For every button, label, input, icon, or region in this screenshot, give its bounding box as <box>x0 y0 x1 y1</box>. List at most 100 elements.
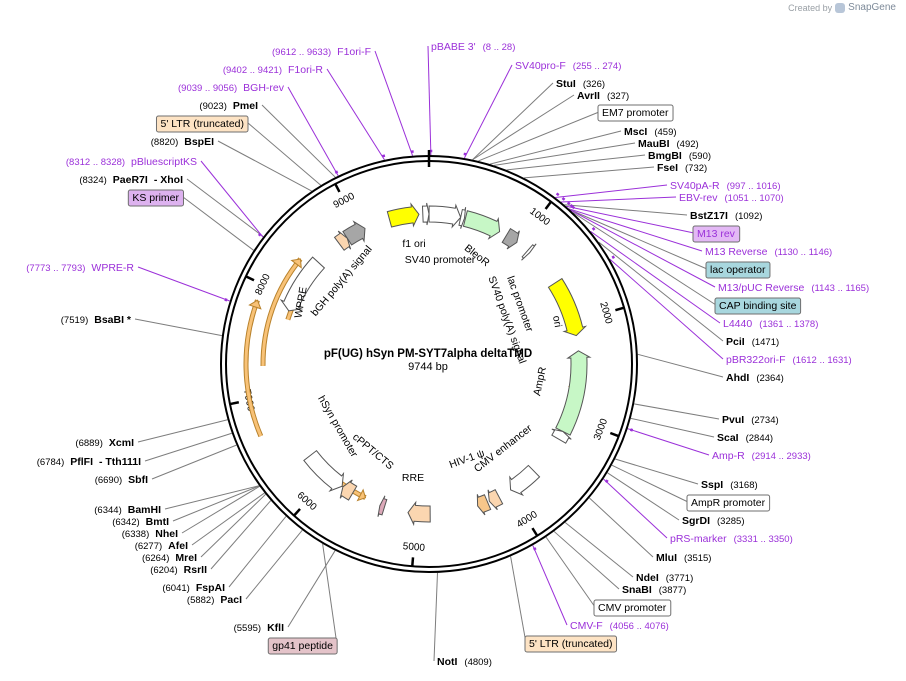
feature-sv40-poly-a-signal[interactable] <box>501 227 520 250</box>
feature-cmv-enhancer[interactable] <box>509 464 541 497</box>
annotation-23[interactable]: AhdI(2364) <box>726 372 784 384</box>
annotation-label[interactable]: NotI(4809) <box>437 656 492 668</box>
annotation-32[interactable]: NdeI(3771) <box>636 572 693 584</box>
annotation-label[interactable]: (8324)PaeR7I- XhoI <box>79 174 183 186</box>
annotation-18[interactable]: M13/pUC Reverse(1143 .. 1165) <box>718 282 869 294</box>
annotation-33[interactable]: SnaBI(3877) <box>622 584 686 596</box>
annotation-label[interactable]: pBR322ori-F(1612 .. 1631) <box>726 354 852 366</box>
annotation-0[interactable]: pBABE 3'(8 .. 28) <box>431 41 515 53</box>
annotation-3[interactable]: (9039 .. 9056)BGH-rev <box>178 82 285 94</box>
annotation-label[interactable]: (9039 .. 9056)BGH-rev <box>178 82 285 94</box>
annotation-label[interactable]: CAP binding site <box>719 300 797 312</box>
annotation-label[interactable]: (6342)BmtI <box>112 516 169 528</box>
feature-cppt-cts[interactable] <box>339 479 358 501</box>
annotation-50[interactable]: (6889)XcmI <box>75 437 134 449</box>
annotation-12[interactable]: SV40pA-R(997 .. 1016) <box>670 180 780 192</box>
annotation-label[interactable]: MscI(459) <box>624 126 677 138</box>
annotation-25[interactable]: ScaI(2844) <box>717 432 773 444</box>
annotation-label[interactable]: (9402 .. 9421)F1ori-R <box>223 64 324 76</box>
annotation-54[interactable]: (8324)PaeR7I- XhoI <box>79 174 183 186</box>
annotation-30[interactable]: pRS-marker(3331 .. 3350) <box>670 533 793 545</box>
annotation-label[interactable]: KS primer <box>132 192 179 204</box>
feature-lac-promoter[interactable] <box>521 243 537 261</box>
annotation-49[interactable]: (6784)PflFI- Tth111I <box>37 456 141 468</box>
annotation-label[interactable]: Amp-R(2914 .. 2933) <box>712 450 811 462</box>
feature-ampr[interactable] <box>555 350 592 436</box>
annotation-label[interactable]: pRS-marker(3331 .. 3350) <box>670 533 793 545</box>
annotation-4[interactable]: SV40pro-F(255 .. 274) <box>515 60 621 72</box>
annotation-52[interactable]: (7773 .. 7793)WPRE-R <box>26 262 134 274</box>
annotation-label[interactable]: BmgBI(590) <box>648 150 711 162</box>
annotation-label[interactable]: L4440(1361 .. 1378) <box>723 318 818 330</box>
annotation-label[interactable]: gp41 peptide <box>272 640 333 652</box>
annotation-label[interactable]: MauBI(492) <box>638 138 699 150</box>
annotation-17[interactable]: lac operator <box>705 261 771 279</box>
annotation-label[interactable]: EBV-rev(1051 .. 1070) <box>679 192 784 204</box>
annotation-2[interactable]: (9402 .. 9421)F1ori-R <box>223 64 324 76</box>
annotation-28[interactable]: AmpR promoter <box>686 494 771 512</box>
annotation-label[interactable]: AvrII(327) <box>577 90 629 102</box>
annotation-16[interactable]: M13 Reverse(1130 .. 1146) <box>705 246 832 258</box>
feature-gp41[interactable] <box>377 495 388 517</box>
annotation-label[interactable]: M13 Reverse(1130 .. 1146) <box>705 246 832 258</box>
annotation-label[interactable]: 5' LTR (truncated) <box>160 118 244 130</box>
annotation-51[interactable]: (7519)BsaBI * <box>61 314 132 326</box>
annotation-57[interactable]: 5' LTR (truncated) <box>155 115 249 133</box>
annotation-41[interactable]: (6041)FspAI <box>162 582 225 594</box>
annotation-label[interactable]: (5595)KflI <box>234 622 284 634</box>
feature-rre[interactable] <box>407 500 431 527</box>
annotation-53[interactable]: KS primer <box>127 189 184 207</box>
annotation-label[interactable]: SgrDI(3285) <box>682 515 744 527</box>
annotation-1[interactable]: (9612 .. 9633)F1ori-F <box>272 46 371 58</box>
annotation-45[interactable]: (6338)NheI <box>122 528 178 540</box>
annotation-label[interactable]: (6204)RsrII <box>150 564 207 576</box>
feature-bleor[interactable] <box>462 210 501 240</box>
annotation-35[interactable]: CMV-F(4056 .. 4076) <box>570 620 669 632</box>
annotation-label[interactable]: AhdI(2364) <box>726 372 784 384</box>
annotation-label[interactable]: (7519)BsaBI * <box>61 314 132 326</box>
annotation-label[interactable]: (5882)PacI <box>187 594 242 606</box>
annotation-15[interactable]: M13 rev <box>692 225 741 243</box>
annotation-label[interactable]: EM7 promoter <box>602 107 669 119</box>
annotation-label[interactable]: (6277)AfeI <box>135 540 188 552</box>
annotation-55[interactable]: (8312 .. 8328)pBluescriptKS <box>66 156 197 168</box>
annotation-label[interactable]: ScaI(2844) <box>717 432 773 444</box>
feature-3-ltr[interactable] <box>333 230 352 251</box>
annotation-label[interactable]: PciI(1471) <box>726 336 779 348</box>
annotation-19[interactable]: CAP binding site <box>714 297 802 315</box>
annotation-58[interactable]: (9023)PmeI <box>199 100 258 112</box>
annotation-36[interactable]: 5' LTR (truncated) <box>524 635 618 653</box>
annotation-label[interactable]: (7773 .. 7793)WPRE-R <box>26 262 134 274</box>
annotation-38[interactable]: (5595)KflI <box>234 622 284 634</box>
annotation-label[interactable]: CMV promoter <box>598 602 667 614</box>
annotation-label[interactable]: (6338)NheI <box>122 528 178 540</box>
annotation-26[interactable]: Amp-R(2914 .. 2933) <box>712 450 811 462</box>
annotation-44[interactable]: (6277)AfeI <box>135 540 188 552</box>
annotation-29[interactable]: SgrDI(3285) <box>682 515 744 527</box>
feature-hsyn-promoter[interactable] <box>303 449 345 493</box>
annotation-6[interactable]: AvrII(327) <box>577 90 629 102</box>
annotation-label[interactable]: PvuI(2734) <box>722 414 779 426</box>
annotation-39[interactable]: gp41 peptide <box>267 637 338 655</box>
annotation-10[interactable]: BmgBI(590) <box>648 150 711 162</box>
feature-sv40-promoter[interactable] <box>428 203 462 229</box>
annotation-label[interactable]: SV40pA-R(997 .. 1016) <box>670 180 780 192</box>
feature-ori[interactable] <box>547 277 588 337</box>
annotation-label[interactable]: SnaBI(3877) <box>622 584 686 596</box>
annotation-label[interactable]: (6041)FspAI <box>162 582 225 594</box>
annotation-21[interactable]: PciI(1471) <box>726 336 779 348</box>
annotation-20[interactable]: L4440(1361 .. 1378) <box>723 318 818 330</box>
annotation-label[interactable]: (8312 .. 8328)pBluescriptKS <box>66 156 197 168</box>
annotation-label[interactable]: SspI(3168) <box>701 479 758 491</box>
annotation-label[interactable]: lac operator <box>710 264 766 276</box>
annotation-43[interactable]: (6264)MreI <box>142 552 197 564</box>
feature-sv40-promoter[interactable] <box>421 202 430 226</box>
annotation-37[interactable]: NotI(4809) <box>437 656 492 668</box>
annotation-48[interactable]: (6690)SbfI <box>95 474 148 486</box>
annotation-label[interactable]: (9612 .. 9633)F1ori-F <box>272 46 371 58</box>
feature-bgh-poly-a-signal[interactable] <box>342 220 366 246</box>
annotation-label[interactable]: StuI(326) <box>556 78 605 90</box>
feature-hiv-1-[interactable] <box>476 494 492 516</box>
annotation-40[interactable]: (5882)PacI <box>187 594 242 606</box>
annotation-22[interactable]: pBR322ori-F(1612 .. 1631) <box>726 354 852 366</box>
